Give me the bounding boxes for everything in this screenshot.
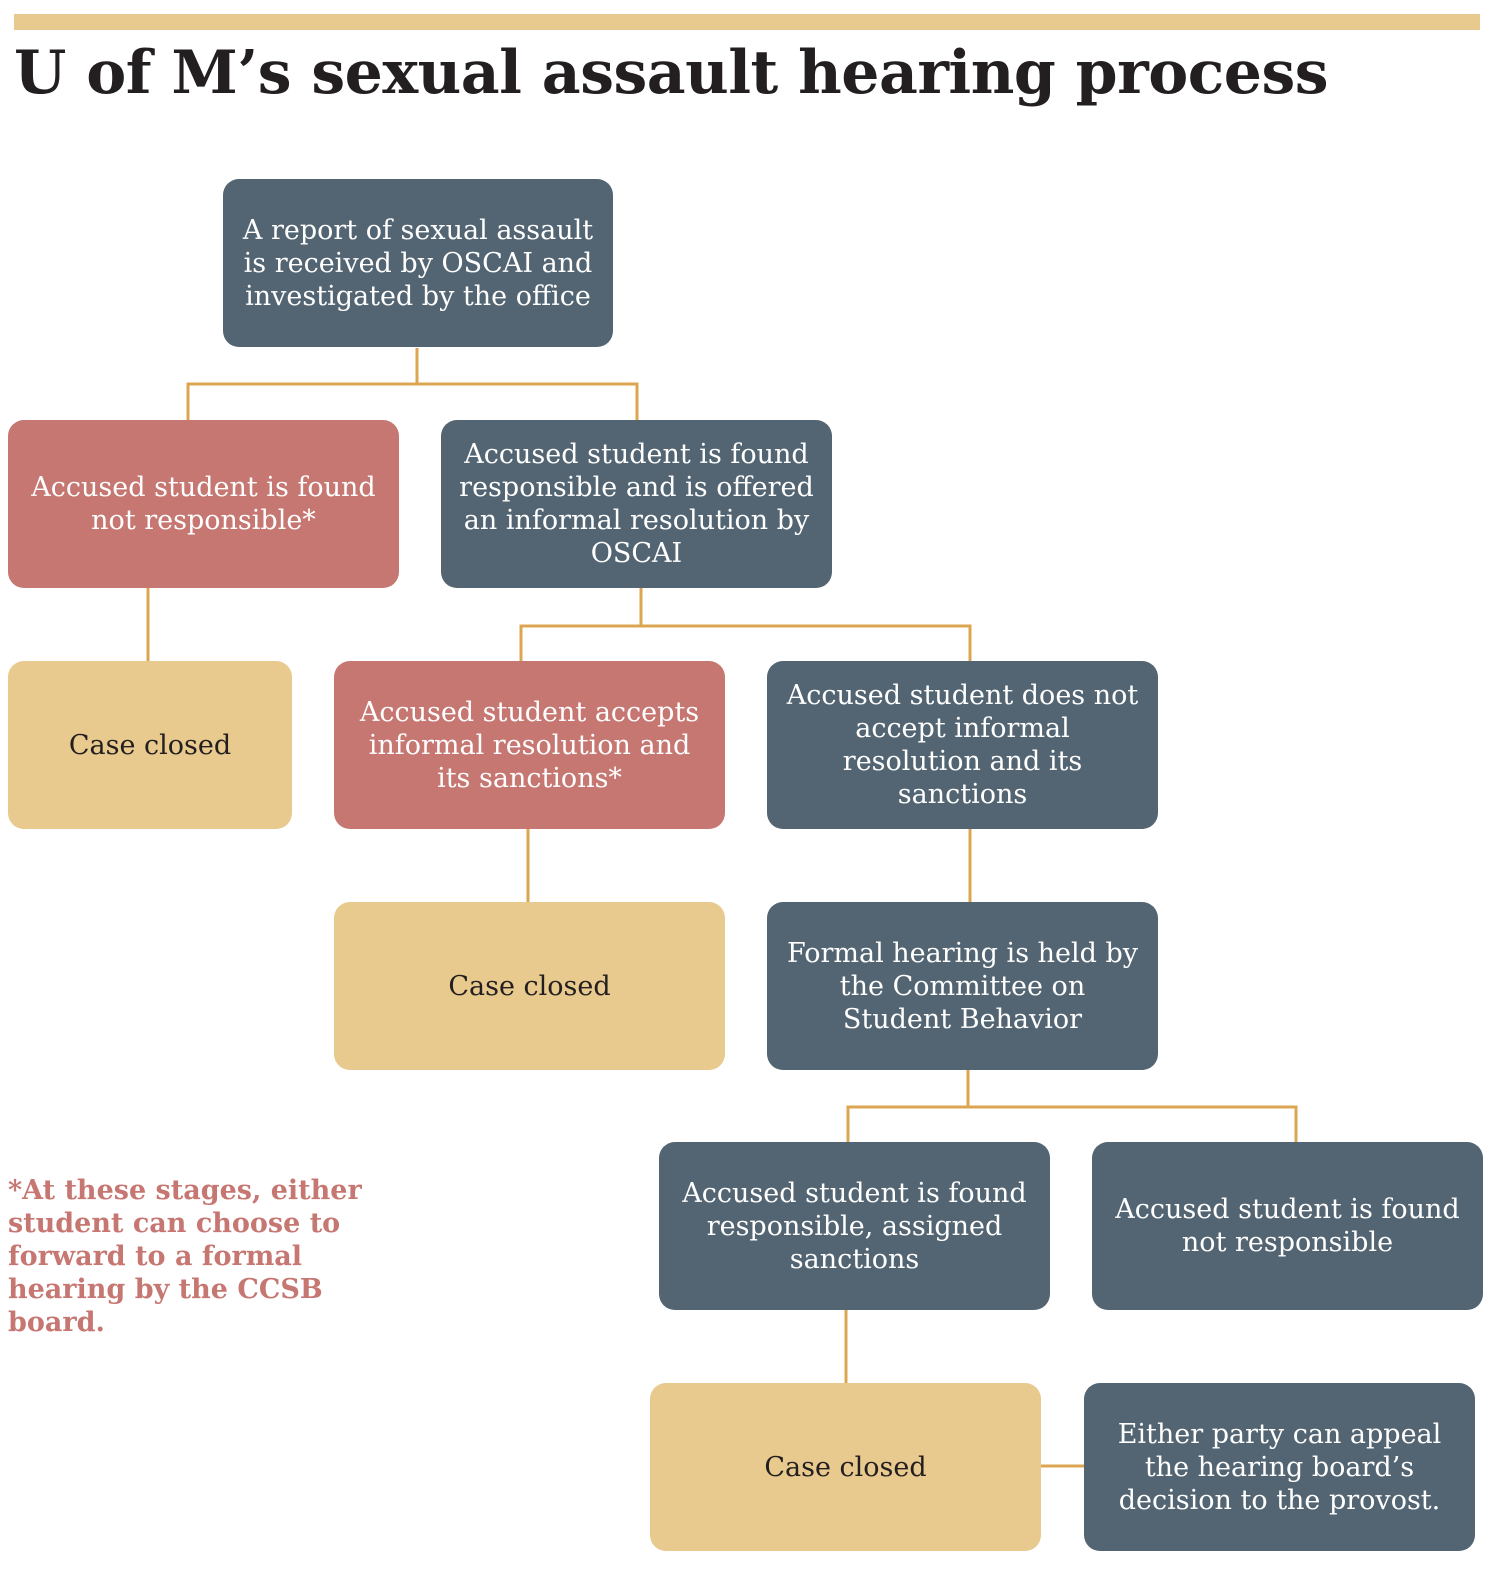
connector-hearing-to-outcomes [846, 1070, 970, 1142]
connector-report-to-responsible [417, 382, 639, 420]
node-rejects-informal-resolution: Accused student does not accept informal… [767, 661, 1158, 829]
node-formal-hearing: Formal hearing is held by the Committee … [767, 902, 1158, 1070]
top-accent-bar [14, 14, 1480, 30]
node-found-not-responsible-initial: Accused student is found not responsible… [8, 420, 399, 588]
connector-responsible-to-choices [519, 588, 643, 661]
node-report-received: A report of sexual assault is received b… [223, 179, 613, 347]
node-found-responsible-informal-offer: Accused student is found responsible and… [441, 420, 832, 588]
connector-responsible-to-reject [641, 624, 972, 661]
node-appeal-to-provost: Either party can appeal the hearing boar… [1084, 1383, 1475, 1551]
connector-report-to-outcomes [186, 348, 419, 420]
diagram-title: U of M’s sexual assault hearing process [14, 38, 1329, 108]
node-found-responsible-sanctions: Accused student is found responsible, as… [659, 1142, 1050, 1310]
node-accepts-informal-resolution: Accused student accepts informal resolut… [334, 661, 725, 829]
node-case-closed-1: Case closed [8, 661, 292, 829]
connector-hearing-to-not-responsible [968, 1105, 1298, 1142]
footnote: *At these stages, either student can cho… [8, 1175, 362, 1338]
node-case-closed-2: Case closed [334, 902, 725, 1070]
node-found-not-responsible-final: Accused student is found not responsible [1092, 1142, 1483, 1310]
node-case-closed-3: Case closed [650, 1383, 1041, 1551]
